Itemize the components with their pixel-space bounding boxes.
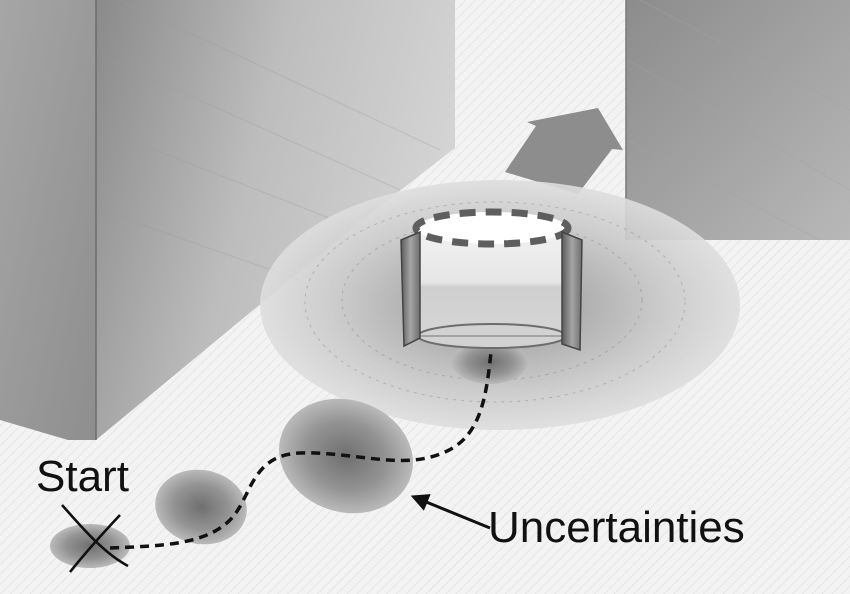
start-cross-icon xyxy=(61,504,129,573)
right-wall-icon xyxy=(625,0,850,241)
uncertainty-ellipse-3 xyxy=(50,524,130,568)
robot-icon xyxy=(400,208,583,352)
left-wall-icon xyxy=(0,0,455,440)
direction-arrow-icon xyxy=(505,108,623,194)
start-label: Start xyxy=(36,452,129,501)
trajectory-path xyxy=(109,351,493,550)
uncertainties-pointer-arrow xyxy=(410,494,491,530)
uncertainty-ellipse-2 xyxy=(155,469,247,545)
uncertainties-label: Uncertainties xyxy=(488,503,745,552)
